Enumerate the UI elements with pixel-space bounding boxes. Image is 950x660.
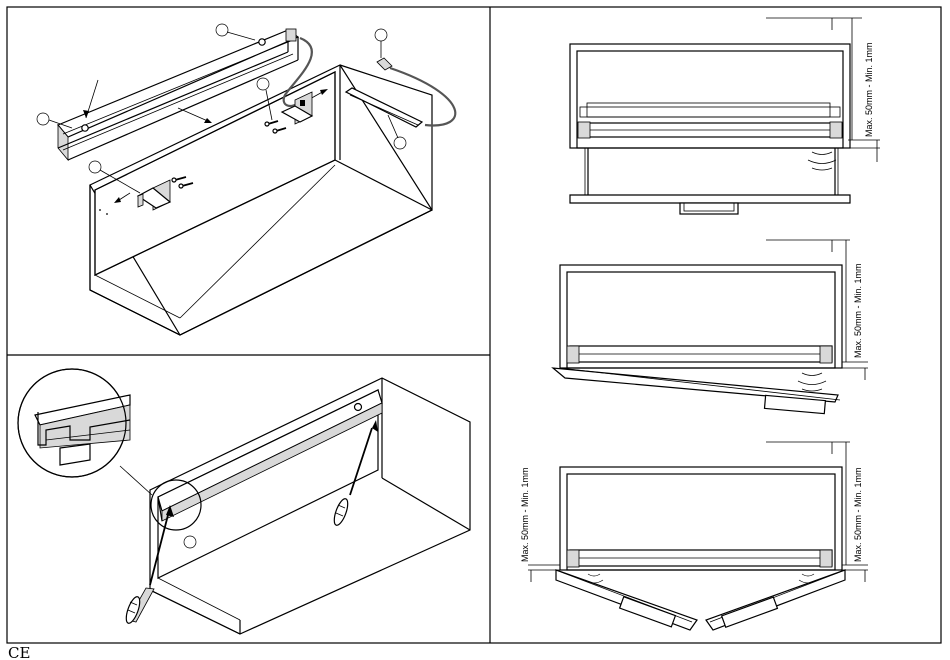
- removal-view: [18, 369, 470, 634]
- dimension-label-bottom-left: Max. 50mm - Min. 1mm: [520, 467, 530, 562]
- side-view-open-double: [528, 442, 868, 630]
- mounting-exploded-view: [37, 24, 455, 335]
- dimension-label-bottom-right: Max. 50mm - Min. 1mm: [853, 467, 863, 562]
- sensor-connector: [377, 58, 392, 70]
- magnified-detail: [18, 369, 130, 477]
- side-view-closed: [570, 18, 880, 214]
- side-view-open-one: [553, 240, 868, 414]
- dimension-label-top: Max. 50mm - Min. 1mm: [864, 42, 874, 137]
- ce-mark: CE: [8, 644, 30, 660]
- dimension-label-middle: Max. 50mm - Min. 1mm: [853, 263, 863, 358]
- cabinet-box-2: [150, 378, 470, 634]
- callout-zoom: [184, 536, 196, 548]
